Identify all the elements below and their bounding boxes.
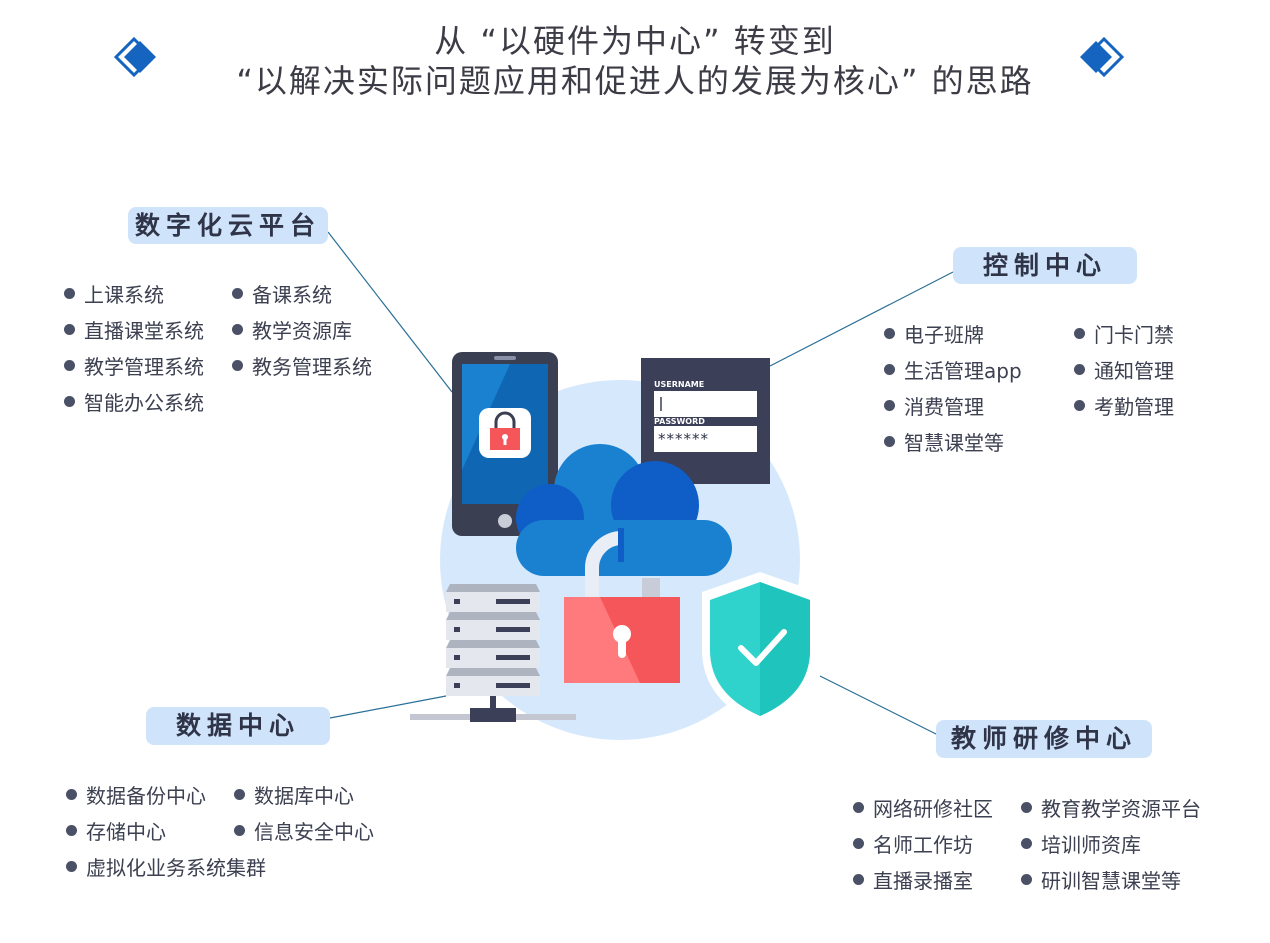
list-item: 教务管理系统 xyxy=(232,351,372,380)
list-item: 名师工作坊 xyxy=(853,829,973,858)
list-item: 智慧课堂等 xyxy=(884,427,1004,456)
phone-lock-icon xyxy=(452,352,558,536)
list-item: 虚拟化业务系统集群 xyxy=(66,852,266,881)
list-item: 生活管理app xyxy=(884,355,1022,384)
list-item: 通知管理 xyxy=(1074,355,1174,384)
list-item: 直播录播室 xyxy=(853,865,973,894)
server-icon xyxy=(410,584,576,722)
list-item: 数据备份中心 xyxy=(66,780,206,809)
padlock-icon xyxy=(564,528,680,683)
section-title-cloud-platform: 数字化云平台 xyxy=(128,207,328,244)
password-value: ****** xyxy=(658,430,709,448)
list-item: 考勤管理 xyxy=(1074,391,1174,420)
list-item: 教育教学资源平台 xyxy=(1021,793,1201,822)
list-item: 上课系统 xyxy=(64,279,164,308)
shield-check-icon xyxy=(702,572,818,726)
list-item: 电子班牌 xyxy=(884,319,984,348)
username-label: USERNAME xyxy=(654,380,705,389)
connector-lines xyxy=(327,231,954,736)
list-item: 直播课堂系统 xyxy=(64,315,204,344)
list-item: 智能办公系统 xyxy=(64,387,204,416)
page-title-line-2: “以解决实际问题应用和促进人的发展为核心” 的思路 xyxy=(236,62,1034,100)
password-label: PASSWORD xyxy=(654,417,705,426)
list-item: 信息安全中心 xyxy=(234,816,374,845)
list-item: 门卡门禁 xyxy=(1074,319,1174,348)
page-title-line-1: 从 “以硬件为中心” 转变到 xyxy=(434,22,836,60)
diamond-icon xyxy=(113,36,156,78)
list-item: 教学管理系统 xyxy=(64,351,204,380)
diamond-icon xyxy=(1080,36,1125,78)
list-item: 备课系统 xyxy=(232,279,332,308)
list-item: 研训智慧课堂等 xyxy=(1021,865,1181,894)
list-item: 培训师资库 xyxy=(1021,829,1141,858)
list-item: 网络研修社区 xyxy=(853,793,993,822)
list-item: 消费管理 xyxy=(884,391,984,420)
section-title-data-center: 数据中心 xyxy=(146,707,330,745)
list-item: 数据库中心 xyxy=(234,780,354,809)
section-title-teacher-training: 教师研修中心 xyxy=(936,720,1152,758)
list-item: 存储中心 xyxy=(66,816,166,845)
list-item: 教学资源库 xyxy=(232,315,352,344)
section-title-control-center: 控制中心 xyxy=(953,247,1137,284)
